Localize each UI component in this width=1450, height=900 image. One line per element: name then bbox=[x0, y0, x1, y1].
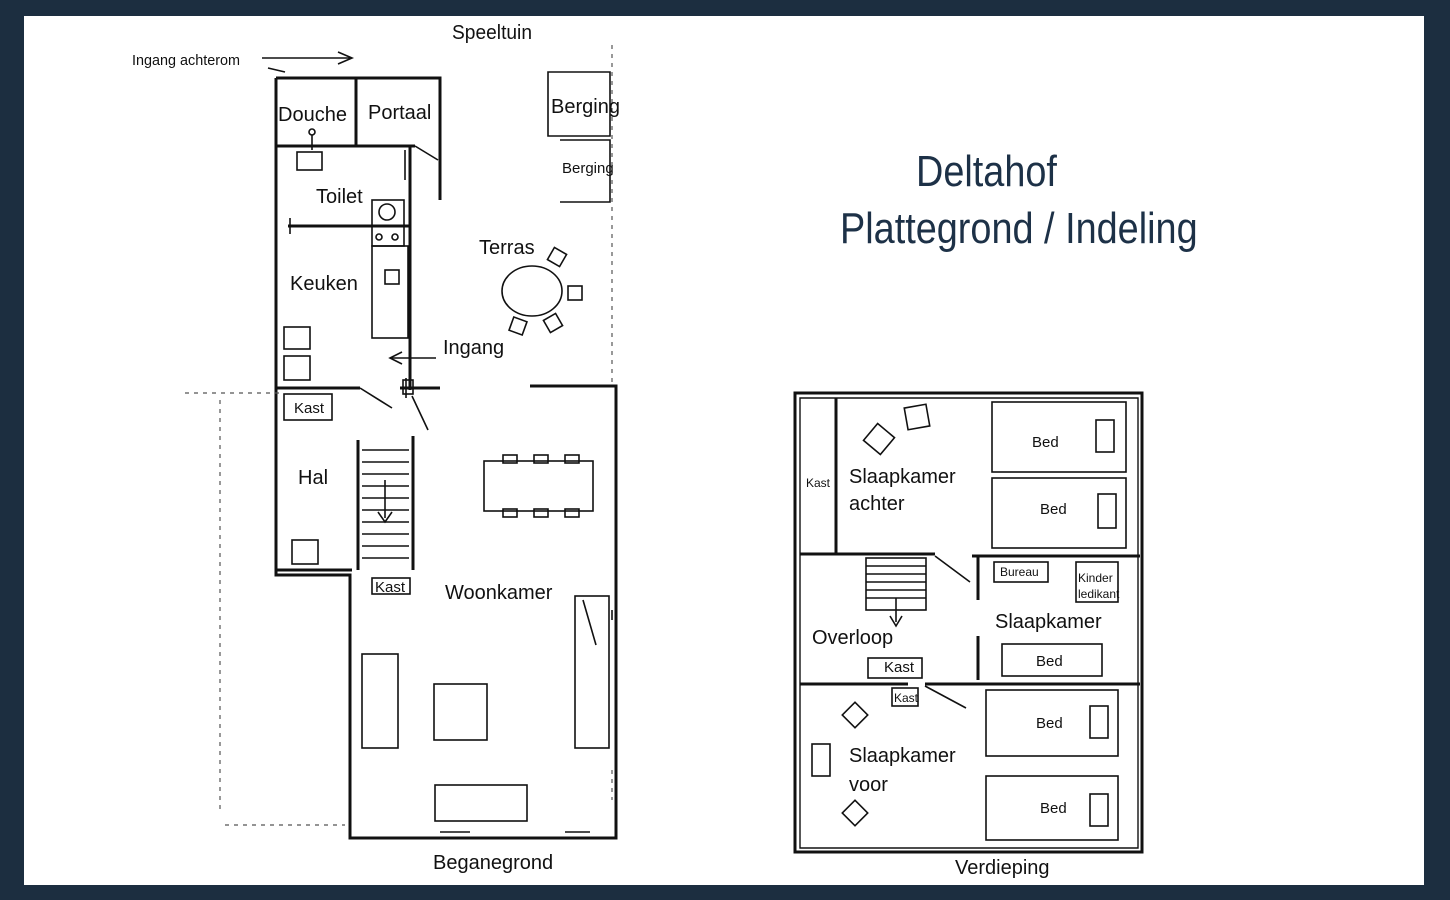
room-label-overloop: Overloop bbox=[812, 627, 893, 649]
bed-label-1: Bed bbox=[1032, 434, 1059, 451]
room-label-toilet: Toilet bbox=[316, 186, 363, 208]
bed-label-5: Bed bbox=[1040, 800, 1067, 817]
room-label-berging-1: Berging bbox=[551, 96, 620, 118]
room-label-slaapkamer-achter-1: Slaapkamer bbox=[849, 466, 956, 488]
room-label-ingang: Ingang bbox=[443, 337, 504, 359]
upper-stairs bbox=[865, 557, 927, 628]
room-label-terras: Terras bbox=[479, 237, 535, 259]
rear-entrance-label: Ingang achterom bbox=[132, 52, 240, 69]
kast-label-small: Kast bbox=[894, 691, 919, 705]
room-label-slaapkamer: Slaapkamer bbox=[995, 611, 1102, 633]
room-label-berging-2: Berging bbox=[562, 160, 614, 177]
ground-floor-plan bbox=[185, 45, 618, 840]
room-label-keuken: Keuken bbox=[290, 273, 358, 295]
room-label-kast-hal: Kast bbox=[294, 400, 325, 417]
room-label-kast-stairs: Kast bbox=[375, 579, 406, 596]
stairs bbox=[362, 449, 409, 559]
bed-label-2: Bed bbox=[1040, 501, 1067, 518]
room-label-slaapkamer-voor-2: voor bbox=[849, 774, 888, 796]
floorplan-canvas bbox=[24, 16, 1424, 885]
room-label-douche: Douche bbox=[278, 104, 347, 126]
page-title: Deltahof bbox=[916, 147, 1057, 196]
room-label-slaapkamer-voor-1: Slaapkamer bbox=[849, 745, 956, 767]
speeltuin-label: Speeltuin bbox=[452, 22, 532, 44]
room-label-woonkamer: Woonkamer bbox=[445, 582, 553, 604]
room-label-portaal: Portaal bbox=[368, 102, 431, 124]
bureau-label: Bureau bbox=[1000, 565, 1039, 579]
upper-floor-plan bbox=[793, 391, 1144, 854]
bed-label-3: Bed bbox=[1036, 653, 1063, 670]
kinderledikant-label-2: ledikant bbox=[1078, 587, 1120, 601]
room-label-hal: Hal bbox=[298, 467, 328, 489]
room-label-kast-upper: Kast bbox=[806, 476, 831, 490]
ground-floor-caption: Beganegrond bbox=[433, 852, 553, 874]
kinderledikant-label-1: Kinder bbox=[1078, 571, 1113, 585]
kast-label-overloop: Kast bbox=[884, 659, 915, 676]
bed-label-4: Bed bbox=[1036, 715, 1063, 732]
room-label-slaapkamer-achter-2: achter bbox=[849, 493, 905, 515]
upper-floor-caption: Verdieping bbox=[955, 857, 1050, 879]
page-subtitle: Plattegrond / Indeling bbox=[840, 204, 1198, 253]
